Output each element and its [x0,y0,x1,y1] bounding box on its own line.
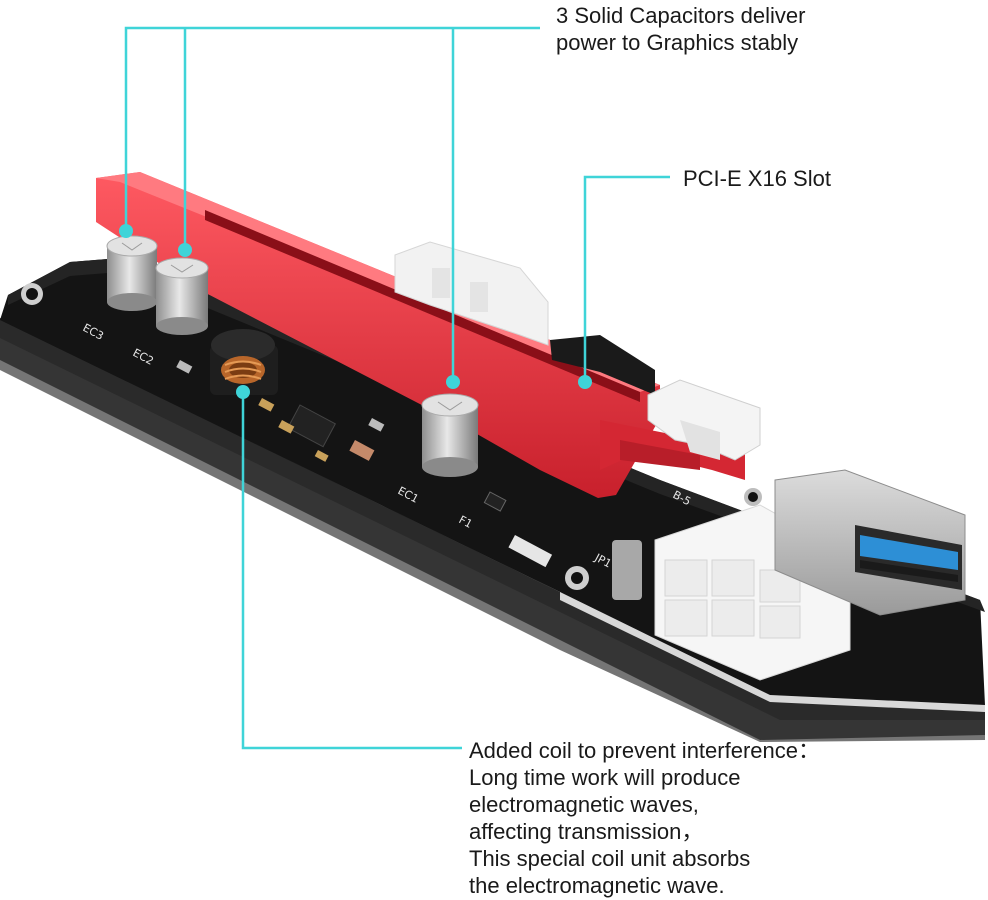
inductor-coil [210,329,278,395]
capacitor-ec3 [106,235,158,311]
svg-text:F1: F1 [457,513,475,531]
mount-hole-right [565,566,589,590]
usb3-port [774,469,966,616]
capacitor-ec2 [155,257,209,335]
slot-latch-dark [550,335,655,395]
molex-connector [394,241,549,346]
smd-components [176,360,507,512]
capacitors-callout-text: 3 Solid Capacitors deliver power to Grap… [556,3,806,55]
callout-lines [124,26,670,750]
coil-callout-text: Added coil to prevent interference： Long… [469,738,820,898]
pci-e-x16-slot [96,172,745,498]
capacitor-ec1 [421,393,479,477]
mount-hole-back [744,488,762,506]
slot-callout-text: PCI-E X16 Slot [683,166,831,191]
mount-hole-left [21,283,43,305]
white-latch [647,379,761,461]
callout-dots [119,224,592,399]
